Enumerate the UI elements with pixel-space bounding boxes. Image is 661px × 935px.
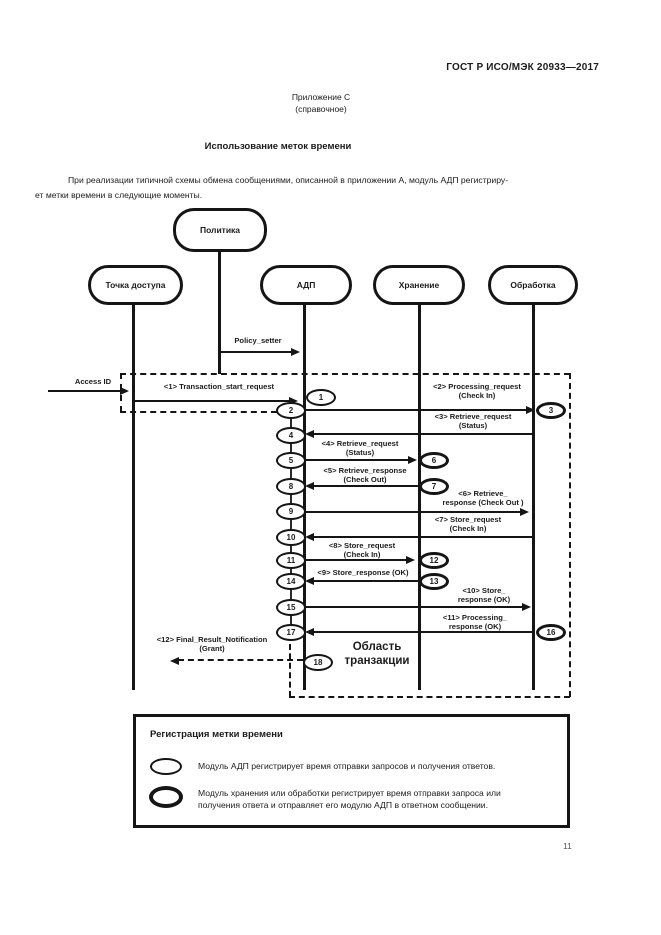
lifeline-adl	[303, 303, 306, 690]
legend-item-adl: Модуль АДП регистрирует время отправки з…	[198, 761, 496, 771]
timestamp-ellipse-16: 16	[536, 624, 566, 641]
legend-item-storage-processing: Модуль хранения или обработки регистриру…	[198, 788, 501, 810]
message-4-arrow	[305, 456, 417, 464]
message-8-label: <8> Store_request (Check In)	[328, 541, 396, 559]
actor-policy: Политика	[173, 208, 267, 252]
actor-storage: Хранение	[373, 265, 465, 305]
timestamp-ellipse-12: 12	[419, 552, 449, 569]
message-9-label: <9> Store_response (OK)	[317, 568, 409, 577]
message-1-arrow	[134, 397, 298, 405]
timestamp-ellipse-2: 2	[276, 402, 306, 419]
transaction-boundary-bottom	[289, 696, 570, 698]
message-6-label: <6> Retrieve_ response (Check Out )	[442, 489, 524, 507]
timestamp-ellipse-4: 4	[276, 427, 306, 444]
transaction-area-label: Область транзакции	[344, 641, 410, 667]
policy-setter-label: Policy_setter	[234, 336, 282, 345]
transaction-boundary-left-lower	[289, 644, 291, 697]
legend-title: Регистрация метки времени	[150, 729, 283, 740]
message-12-arrow	[170, 657, 303, 665]
timestamp-ellipse-14: 14	[276, 573, 306, 590]
thin-ellipse-icon	[150, 758, 182, 775]
page-number: 11	[563, 841, 572, 851]
document-code: ГОСТ Р ИСО/МЭК 20933—2017	[446, 62, 599, 73]
timestamp-ellipse-18: 18	[303, 654, 333, 671]
legend-box: Регистрация метки времени Модуль АДП рег…	[133, 714, 570, 828]
section-title: Использование меток времени	[204, 141, 352, 152]
annex-heading: Приложение С (справочное)	[240, 91, 402, 115]
timestamp-ellipse-17: 17	[276, 624, 306, 641]
annex-title: Приложение С	[291, 92, 351, 102]
lifeline-processing	[532, 303, 535, 690]
timestamp-ellipse-1: 1	[306, 389, 336, 406]
message-11-label: <11> Processing_ response (OK)	[442, 613, 508, 631]
lifeline-policy	[218, 250, 221, 374]
message-7-label: <7> Store_request (Check In)	[434, 515, 502, 533]
actor-adl: АДП	[260, 265, 352, 305]
timestamp-ellipse-10: 10	[276, 529, 306, 546]
message-5-arrow	[305, 482, 420, 490]
message-5-label: <5> Retrieve_response (Check Out)	[323, 466, 407, 484]
timestamp-ellipse-9: 9	[276, 503, 306, 520]
timestamp-ellipse-7: 7	[419, 478, 449, 495]
policy-setter-arrow	[219, 348, 300, 356]
timestamp-ellipse-3: 3	[536, 402, 566, 419]
transaction-boundary-right	[569, 373, 571, 697]
actor-access-point: Точка доступа	[88, 265, 183, 305]
timestamp-ellipse-11: 11	[276, 552, 306, 569]
lifeline-access-point	[132, 303, 135, 690]
message-6-arrow	[305, 508, 529, 516]
timestamp-chain-line	[290, 410, 292, 636]
message-10-label: <10> Store_ response (OK)	[457, 586, 511, 604]
message-9-arrow	[305, 577, 419, 585]
message-12-label: <12> Final_Result_Notification (Grant)	[156, 635, 268, 653]
timestamp-ellipse-15: 15	[276, 599, 306, 616]
actor-processing: Обработка	[488, 265, 578, 305]
message-10-arrow	[305, 603, 531, 611]
timestamp-ellipse-5: 5	[276, 452, 306, 469]
access-id-arrow	[48, 387, 129, 395]
message-7-arrow	[305, 533, 533, 541]
message-1-label: <1> Transaction_start_request	[163, 382, 275, 391]
transaction-boundary-top	[120, 373, 570, 375]
timestamp-ellipse-8: 8	[276, 478, 306, 495]
timestamp-ellipse-6: 6	[419, 452, 449, 469]
annex-note: (справочное)	[295, 104, 347, 114]
message-2-arrow	[305, 406, 535, 414]
thick-ellipse-icon	[149, 786, 183, 808]
timestamp-ellipse-13: 13	[419, 573, 449, 590]
message-2-label: <2> Processing_request (Check In)	[433, 382, 521, 400]
transaction-boundary-step	[120, 411, 277, 413]
lifeline-storage	[418, 303, 421, 690]
message-4-label: <4> Retrieve_request (Status)	[321, 439, 399, 457]
message-3-arrow	[305, 430, 533, 438]
message-3-label: <3> Retrieve_request (Status)	[434, 412, 512, 430]
message-11-arrow	[305, 628, 532, 636]
intro-paragraph: При реализации типичной схемы обмена соо…	[35, 175, 509, 200]
access-id-label: Access ID	[74, 377, 112, 386]
message-8-arrow	[305, 556, 415, 564]
